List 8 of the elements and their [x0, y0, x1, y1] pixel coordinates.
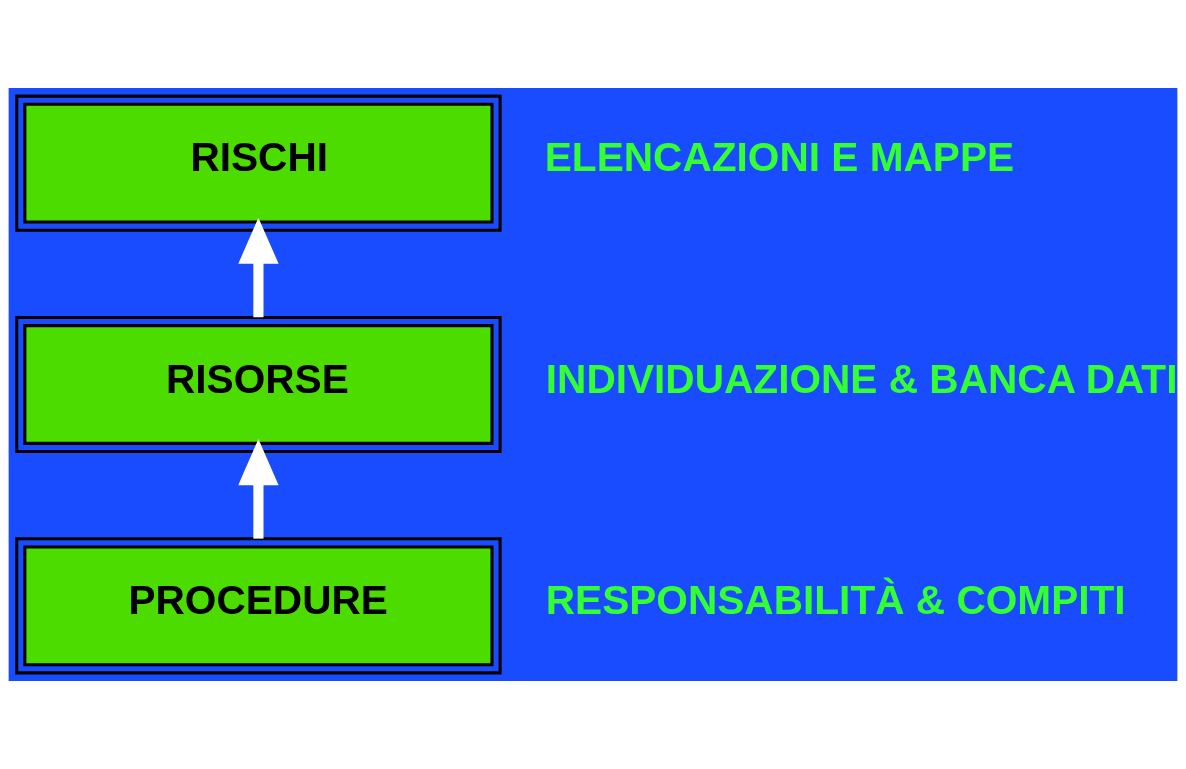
node-box: RISORSE — [15, 315, 502, 454]
node-box: PROCEDURE — [15, 537, 502, 675]
node-box: RISCHI — [15, 94, 502, 232]
arrow — [238, 217, 279, 318]
node-label: INDIVIDUAZIONE & BANCA DATI — [545, 355, 1178, 402]
node-label: RESPONSABILITÀ & COMPITI — [545, 576, 1126, 623]
arrow — [238, 439, 279, 539]
node-label: ELENCAZIONI E MAPPE — [544, 134, 1015, 181]
